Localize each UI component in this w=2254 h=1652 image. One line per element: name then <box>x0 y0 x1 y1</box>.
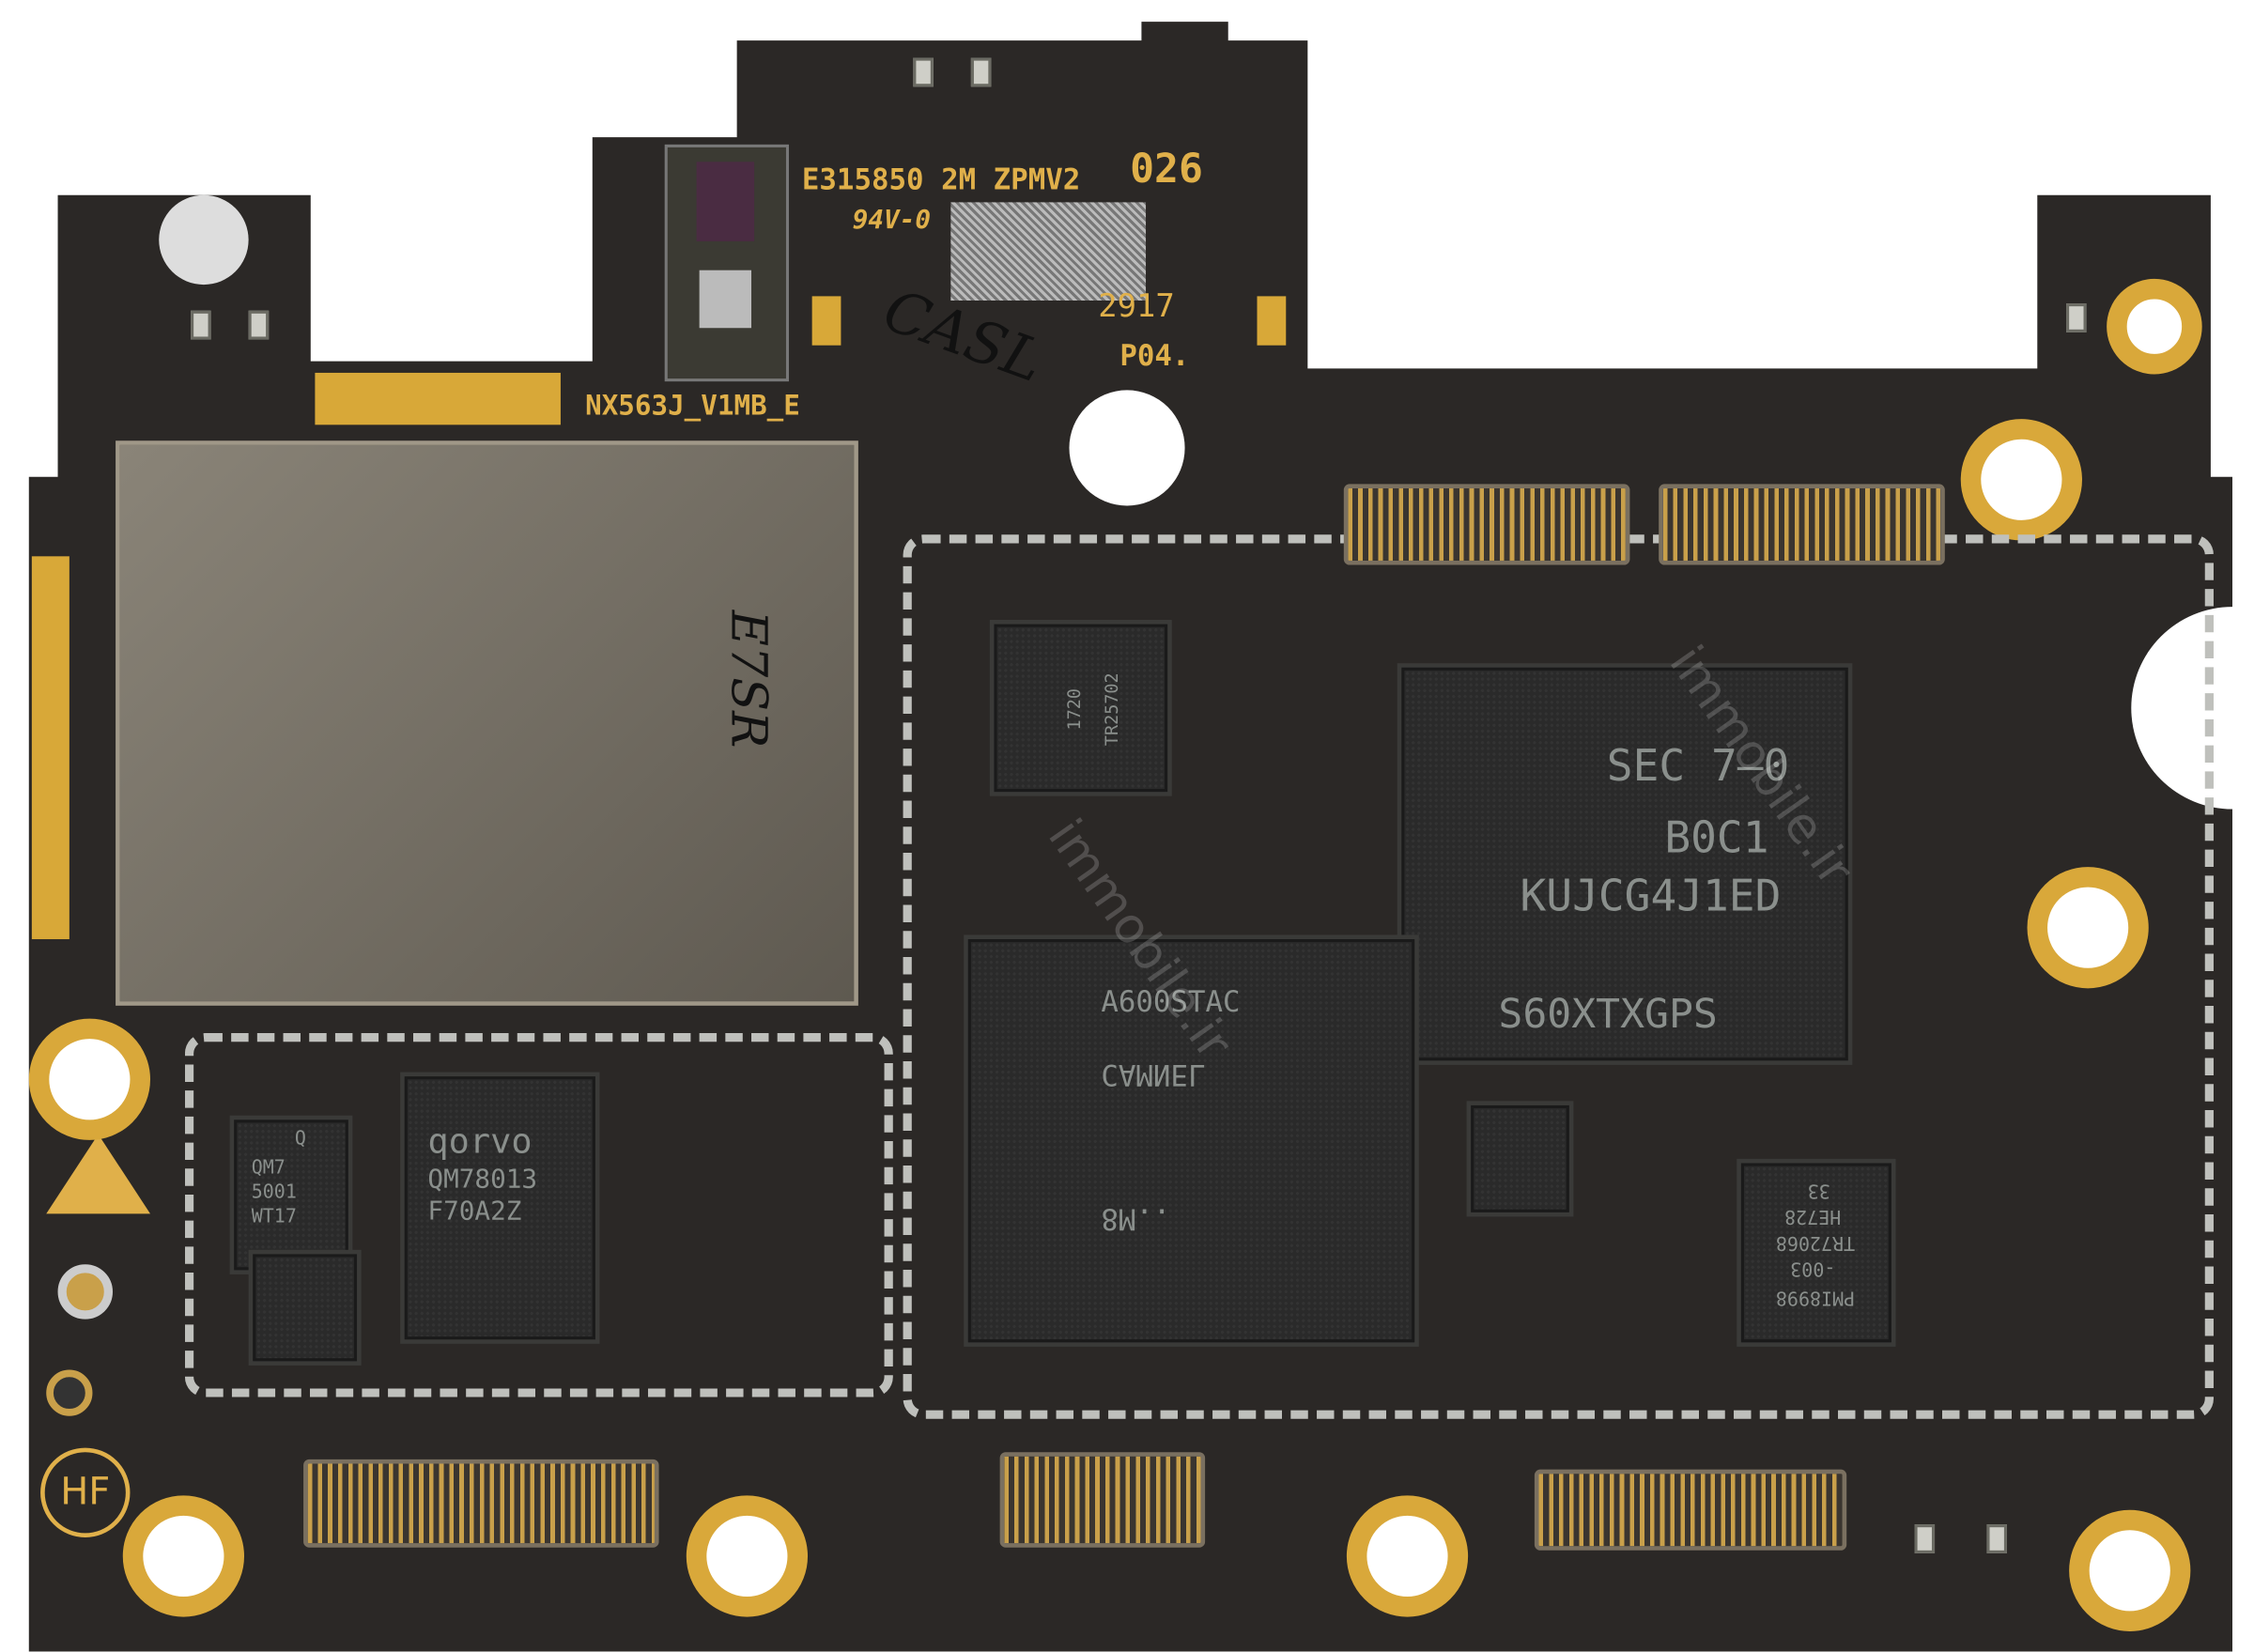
board-connector <box>1343 484 1630 565</box>
chip-marking: QM7 <box>251 1157 286 1180</box>
chip-marking: S60XTXGPS <box>1498 989 1718 1038</box>
mounting-hole <box>1346 1495 1469 1617</box>
antenna-connector <box>57 1264 114 1320</box>
smd-component <box>1986 1524 2007 1553</box>
sensor-chip <box>1471 1104 1569 1212</box>
chip-marking: KUJCG4J1ED <box>1520 871 1782 922</box>
chip-marking: 5001 <box>251 1181 297 1204</box>
chip-marking: HE728 <box>1784 1205 1842 1227</box>
smd-component <box>2066 303 2087 332</box>
gold-strip-left <box>31 556 69 940</box>
smd-component <box>970 57 992 87</box>
pmic-chip: 33 HE728 TR72068 -003 PMI8998 <box>1740 1163 1891 1343</box>
metal-disc <box>159 194 249 286</box>
sim-card-tray <box>116 440 858 1006</box>
chip-marking: QM78013 <box>427 1165 538 1196</box>
chip-marking: -003 <box>1790 1257 1836 1279</box>
sim-handwriting: E7SR <box>718 610 778 749</box>
qorvo-chip: qorvo QM78013 F70A2Z <box>404 1076 595 1340</box>
smd-component <box>248 310 270 340</box>
mounting-hole <box>122 1495 245 1617</box>
qorvo-small-chip: Q QM7 5001 WT17 <box>234 1119 348 1271</box>
esd-warning-icon <box>46 1134 151 1214</box>
flammability-rating: 94V-0 <box>852 205 932 236</box>
board-connector <box>1534 1469 1847 1551</box>
smd-component <box>913 57 934 87</box>
mounting-hole <box>2069 1509 2191 1631</box>
smd-component <box>191 310 211 340</box>
chip-marking: SEC 7—0 <box>1606 741 1790 793</box>
chip-marking: WT17 <box>251 1206 297 1228</box>
board-connector <box>999 1452 1206 1548</box>
board-model: NX563J_V1MB_E <box>585 390 800 423</box>
rf-shield <box>184 1033 893 1397</box>
chip-marking: 1720 <box>1064 688 1085 731</box>
rev-code: 026 <box>1130 144 1203 193</box>
soc-chip: A600STAC CAMNEL 8M.. <box>967 939 1415 1343</box>
chip-marking: PMI8998 <box>1775 1286 1856 1308</box>
smd-component <box>1914 1524 1936 1553</box>
chip-marking: B0C1 <box>1664 813 1769 865</box>
gold-strip-top <box>315 372 561 425</box>
mesh-patch <box>950 202 1147 301</box>
date-code: 2917 <box>1098 288 1175 326</box>
hf-logo: HF <box>40 1447 131 1537</box>
gold-pad <box>811 296 841 346</box>
memory-chip: SEC 7—0 B0C1 KUJCG4J1ED S60XTXGPS <box>1401 667 1848 1061</box>
chip-marking: TR72068 <box>1775 1230 1856 1253</box>
mounting-hole <box>28 1018 151 1140</box>
board-connector <box>303 1459 659 1548</box>
ul-code: E315850 2M ZPMV2 <box>801 162 1081 197</box>
wifi-chip: 1720 TR25702 <box>994 624 1168 793</box>
chip-marking: Q <box>294 1128 306 1150</box>
mounting-hole <box>1960 419 2082 541</box>
chip-marking: A600STAC <box>1101 983 1241 1019</box>
chip-marking: TR25702 <box>1101 672 1122 747</box>
mounting-hole <box>2107 278 2202 375</box>
gold-pad <box>1257 296 1287 346</box>
board-connector <box>1659 484 1945 565</box>
proximity-sensor <box>664 144 790 382</box>
rf-chip <box>253 1254 358 1362</box>
chip-marking: F70A2Z <box>427 1196 522 1227</box>
chip-marking: 33 <box>1807 1179 1830 1201</box>
panel-code: P04. <box>1119 338 1190 373</box>
chip-marking: qorvo <box>427 1120 533 1162</box>
chip-marking: 8M.. <box>1101 1202 1171 1237</box>
mounting-hole <box>686 1495 809 1617</box>
antenna-connector <box>46 1369 93 1416</box>
